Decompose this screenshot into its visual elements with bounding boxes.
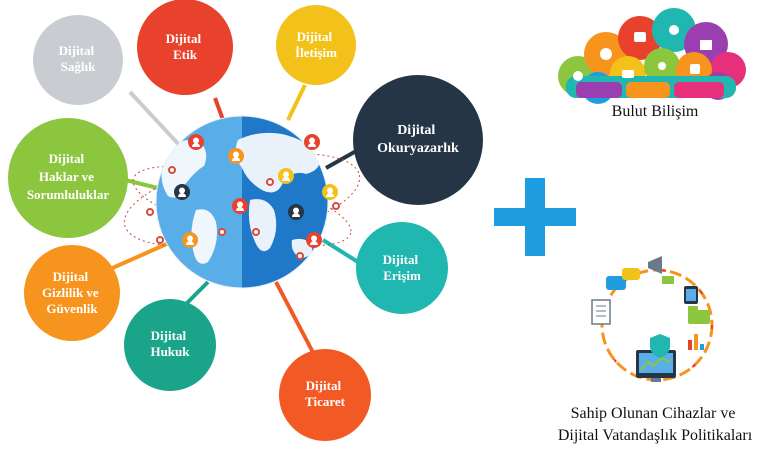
document-icon — [591, 299, 611, 325]
avatar-icon — [232, 198, 248, 214]
bubble-etik-line-2: Etik — [173, 47, 198, 62]
bubble-etik: Dijital Etik — [137, 0, 233, 95]
bubble-gizlilik-line-1: Dijital — [53, 269, 89, 284]
connector-iletisim — [286, 84, 307, 121]
bubble-haklar-line-3: Sorumluluklar — [27, 187, 110, 202]
bubble-erisim-line-1: Dijital — [383, 252, 419, 267]
bubble-etik-circle — [137, 0, 233, 95]
bubble-gizlilik-circle — [24, 245, 120, 341]
svg-text:Dijital Haklar ve: Dijital Haklar ve Sorumluluklar — [27, 151, 110, 202]
bubble-etik-line-1: Dijital — [166, 31, 202, 46]
bubble-saglik-line-2: Sağlık — [61, 59, 96, 74]
monitor-icon — [636, 350, 676, 382]
chart-icon — [688, 334, 704, 350]
avatar-icon — [322, 184, 338, 200]
svg-text:Dijital Erişim: Dijital Erişim — [383, 252, 422, 283]
avatar-icon — [306, 232, 322, 248]
cloud-computing-illustration: Bulut Bilişim — [558, 8, 746, 120]
svg-text:Dijital Okuryazarlık: Dijital Okuryazarlık — [377, 123, 459, 156]
shield-icon — [650, 334, 670, 358]
bubble-erisim: Dijital Erişim — [356, 222, 448, 314]
bubble-okuryazarlik-line-2: Okuryazarlık — [377, 141, 459, 156]
connector-ticaret — [274, 281, 320, 363]
folder-icon — [688, 306, 710, 324]
connector-erisim — [321, 238, 360, 264]
avatar-icon — [188, 134, 204, 150]
devices-caption-line-1: Sahip Olunan Cihazlar ve — [571, 405, 736, 422]
network-node — [296, 252, 304, 260]
bubble-iletisim: Dijital İletişim — [276, 5, 356, 85]
bubble-ticaret: Dijital Ticaret — [279, 349, 371, 441]
bubble-haklar-line-2: Haklar ve — [39, 169, 94, 184]
connector-okuryazarlik — [325, 148, 359, 170]
bubble-hukuk-line-2: Hukuk — [150, 344, 190, 359]
bubble-hukuk-line-1: Dijital — [151, 328, 187, 343]
bubble-okuryazarlik: Dijital Okuryazarlık — [353, 75, 483, 205]
bubble-ticaret-line-2: Ticaret — [305, 394, 346, 409]
bubble-haklar: Dijital Haklar ve Sorumluluklar — [8, 118, 128, 238]
network-node — [168, 166, 176, 174]
globe — [123, 115, 361, 289]
connector-lines — [107, 84, 360, 363]
network-node — [218, 228, 226, 236]
cloud-glyphs — [573, 25, 712, 81]
plus-sign — [494, 178, 576, 256]
bubble-gizlilik: Dijital Gizlilik ve Güvenlik — [24, 245, 120, 341]
network-node — [266, 178, 274, 186]
bubble-iletisim-line-2: İletişim — [295, 45, 337, 60]
continent-shape — [235, 132, 321, 193]
svg-text:Dijital Ticaret: Dijital Ticaret — [305, 378, 346, 409]
cloud-shape — [558, 8, 746, 104]
tablet-icon — [684, 286, 698, 304]
megaphone-icon — [648, 256, 674, 284]
avatar-icon — [228, 148, 244, 164]
bubble-okuryazarlik-line-1: Dijital — [397, 123, 435, 138]
bubble-erisim-line-2: Erişim — [383, 268, 421, 283]
avatar-pins — [174, 134, 338, 248]
connector-haklar — [124, 178, 159, 190]
devices-policy-illustration: Sahip Olunan Cihazlar ve Dijital Vatanda… — [558, 256, 753, 444]
bubble-ticaret-circle — [279, 349, 371, 441]
bubble-haklar-circle — [8, 118, 128, 238]
devices-caption-line-2: Dijital Vatandaşlık Politikaları — [558, 427, 753, 444]
bubble-saglik: Dijital Sağlık — [33, 15, 123, 105]
bubble-hukuk-circle — [124, 299, 216, 391]
cloud-caption: Bulut Bilişim — [612, 103, 699, 120]
network-node — [146, 208, 154, 216]
bubble-gizlilik-line-2: Gizlilik ve — [42, 285, 99, 300]
svg-text:Dijital Sağlık: Dijital Sağlık — [59, 43, 98, 74]
bubble-haklar-line-1: Dijital — [49, 151, 85, 166]
bubble-gizlilik-line-3: Güvenlik — [46, 301, 98, 316]
network-nodes — [146, 166, 340, 260]
avatar-icon — [174, 184, 190, 200]
bubble-erisim-circle — [356, 222, 448, 314]
avatar-icon — [304, 134, 320, 150]
bubble-iletisim-circle — [276, 5, 356, 85]
connector-saglik — [128, 90, 184, 150]
network-node — [252, 228, 260, 236]
svg-text:Dijital Etik: Dijital Etik — [166, 31, 205, 62]
svg-text:Dijital İletişim: Dijital İletişim — [295, 29, 337, 60]
bubble-okuryazarlik-circle — [353, 75, 483, 205]
bubble-saglik-line-1: Dijital — [59, 43, 95, 58]
chat-icon — [606, 268, 640, 290]
bubble-iletisim-line-1: Dijital — [297, 29, 333, 44]
bubble-hukuk: Dijital Hukuk — [124, 299, 216, 391]
bubble-ticaret-line-1: Dijital — [306, 378, 342, 393]
continent-shape — [248, 199, 277, 252]
avatar-icon — [278, 168, 294, 184]
continent-shape — [191, 209, 217, 264]
avatar-icon — [182, 232, 198, 248]
svg-text:Sahip Olunan Cihazlar ve: Sahip Olunan Cihazlar ve Dijital Vatanda… — [558, 405, 753, 444]
svg-text:Dijital Hukuk: Dijital Hukuk — [150, 328, 190, 359]
bubble-saglik-circle — [33, 15, 123, 105]
avatar-icon — [288, 204, 304, 220]
continent-shape — [161, 140, 207, 198]
network-node — [332, 202, 340, 210]
network-node — [156, 236, 164, 244]
svg-text:Dijital Gizlilik ve: Dijital Gizlilik ve Güvenlik — [42, 269, 102, 316]
